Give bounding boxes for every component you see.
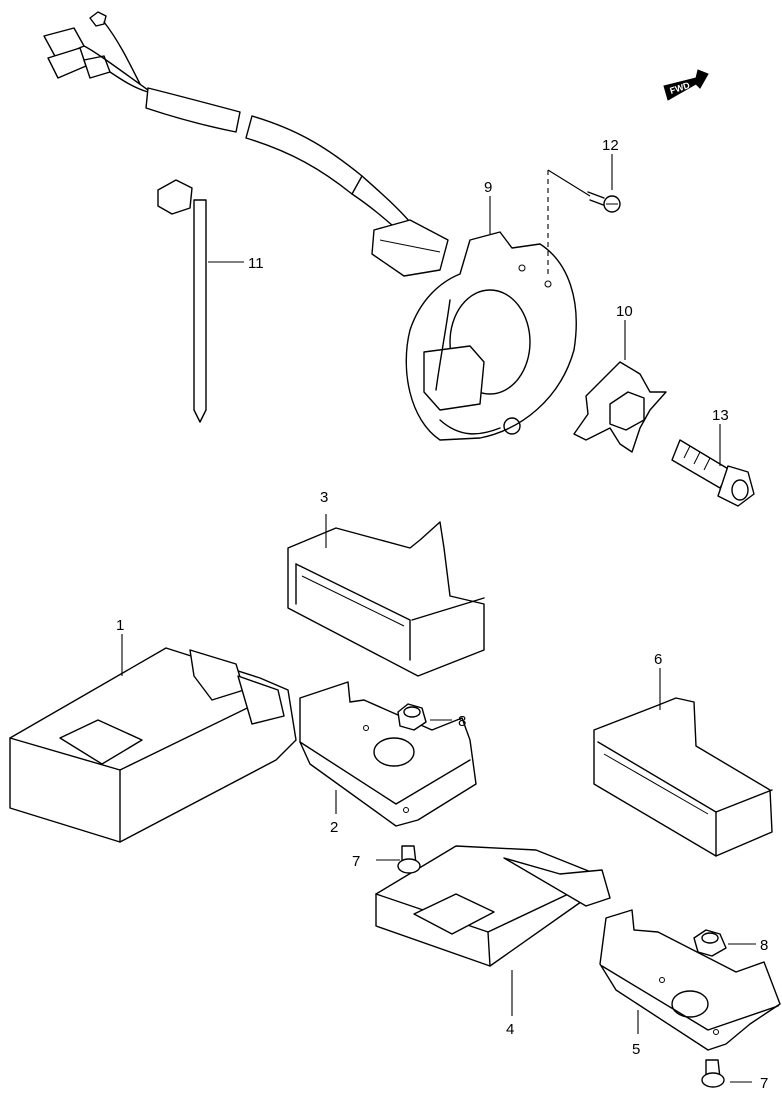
part-5-bracket — [599, 909, 781, 1051]
part-7-bolt-upper — [397, 845, 421, 874]
callout-5: 5 — [632, 1041, 640, 1058]
part-13-bolt — [671, 439, 755, 507]
callout-8-lower: 8 — [760, 937, 768, 954]
part-4-igniter-unit — [375, 845, 611, 967]
part-1-igniter-unit — [9, 647, 297, 843]
part-2-bracket — [299, 681, 477, 827]
callout-1: 1 — [116, 617, 124, 634]
part-7-bolt-lower — [701, 1059, 725, 1088]
callout-12: 12 — [602, 137, 619, 154]
part-8-nut-lower — [693, 929, 727, 957]
callout-6: 6 — [654, 651, 662, 668]
part-6-cover — [593, 697, 773, 857]
part-9-pickup-coil-plate — [405, 169, 591, 441]
callout-9: 9 — [484, 179, 492, 196]
callout-10: 10 — [616, 303, 633, 320]
part-12-screw — [587, 191, 621, 213]
leader-lines — [121, 154, 756, 1083]
part-11-cable-tie — [157, 179, 207, 423]
part-3-cover — [287, 521, 485, 677]
callout-4: 4 — [506, 1021, 514, 1038]
callout-3: 3 — [320, 489, 328, 506]
callout-7-upper: 7 — [352, 853, 360, 870]
part-8-nut-upper — [397, 703, 427, 731]
callout-13: 13 — [712, 407, 729, 424]
wire-harness — [43, 11, 449, 277]
callout-8-upper: 8 — [458, 713, 466, 730]
callout-2: 2 — [330, 819, 338, 836]
fwd-direction-badge: FWD — [663, 69, 709, 101]
callout-11: 11 — [248, 255, 264, 272]
callout-7-lower: 7 — [760, 1075, 768, 1092]
part-10-signal-rotor — [573, 361, 667, 453]
callout-labels: 1 2 3 4 5 6 7 7 8 8 9 10 11 12 13 — [116, 137, 768, 1092]
